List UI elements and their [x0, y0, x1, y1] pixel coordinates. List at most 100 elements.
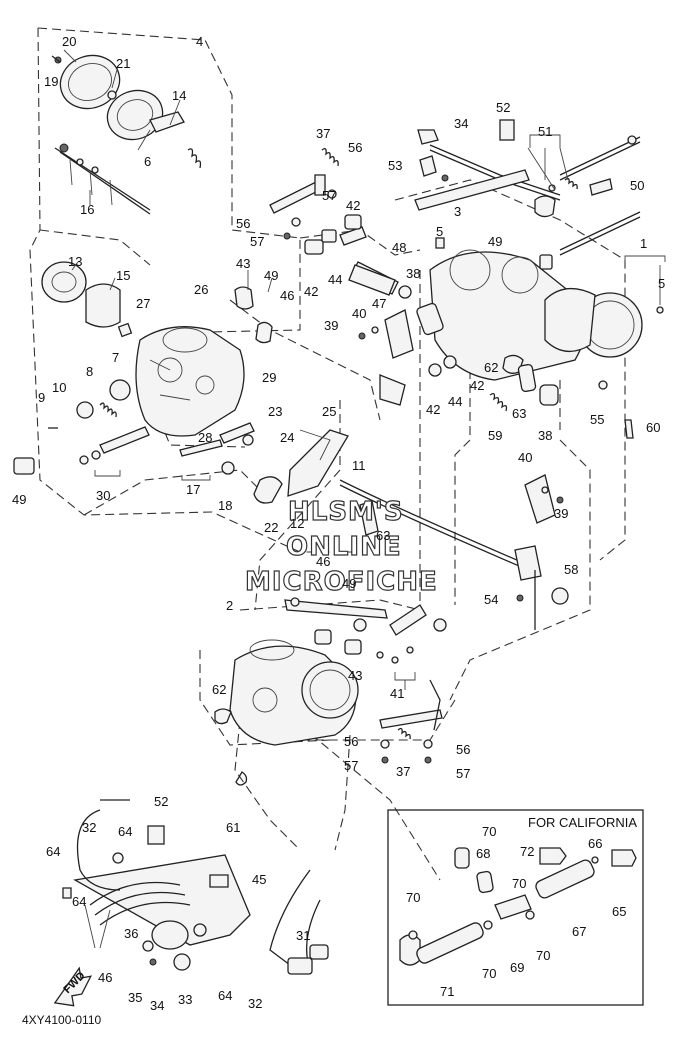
callout-27: 27: [136, 296, 150, 311]
watermark-line-1: HLSM'S: [288, 497, 404, 527]
callout-11: 11: [352, 458, 366, 473]
callout-37: 37: [316, 126, 330, 141]
callout-59: 59: [488, 428, 502, 443]
callout-labels: 20 19 21 4 14 6 16 13 15 27 26 43 49 46 …: [12, 34, 665, 1013]
callout-49-b: 49: [342, 576, 356, 591]
callout-40: 40: [352, 306, 366, 321]
callout-21: 21: [116, 56, 130, 71]
callout-38: 38: [406, 266, 420, 281]
callout-56-c: 56: [456, 742, 470, 757]
callout-58: 58: [564, 562, 578, 577]
callout-31: 31: [296, 928, 310, 943]
callout-5: 5: [436, 224, 443, 239]
callout-29: 29: [262, 370, 276, 385]
watermark-line-3: MICROFICHE: [245, 567, 438, 597]
callout-63-b: 63: [376, 528, 390, 543]
callout-43-b: 43: [348, 668, 362, 683]
callout-64: 64: [118, 824, 132, 839]
leader-lines: [63, 49, 666, 949]
callout-36: 36: [124, 926, 138, 941]
callout-46-c: 46: [98, 970, 112, 985]
callout-23: 23: [268, 404, 282, 419]
callout-24: 24: [280, 430, 294, 445]
callout-30: 30: [96, 488, 110, 503]
callout-56-b: 56: [344, 734, 358, 749]
callout-12: 12: [290, 516, 304, 531]
watermark-line-2: ONLINE: [286, 532, 402, 562]
california-inset: FOR CALIFORNIA: [387, 809, 644, 1006]
callout-2: 2: [226, 598, 233, 613]
callout-44: 44: [328, 272, 342, 287]
callout-39-b: 39: [554, 506, 568, 521]
callout-64-d: 64: [218, 988, 232, 1003]
callout-56: 56: [348, 140, 362, 155]
callout-64-c: 64: [72, 894, 86, 909]
callout-70: 70: [482, 824, 496, 839]
callout-41: 41: [390, 686, 404, 701]
callout-57-c: 57: [456, 766, 470, 781]
callout-48: 48: [392, 240, 406, 255]
wiring-bracket-assembly: [62, 799, 329, 975]
callout-1: 1: [640, 236, 647, 251]
callout-65: 65: [612, 904, 626, 919]
drawing-code: 4XY4100-0110: [22, 1013, 102, 1027]
throttle-stop-bracket: [514, 474, 569, 630]
left-carburetor-body: [13, 286, 283, 504]
callout-67: 67: [572, 924, 586, 939]
callout-25: 25: [322, 404, 336, 419]
callout-55: 55: [590, 412, 604, 427]
callout-9: 9: [38, 390, 45, 405]
callout-20: 20: [62, 34, 76, 49]
watermark: HLSM'S ONLINE MICROFICHE: [244, 496, 438, 597]
callout-53: 53: [388, 158, 402, 173]
callout-66: 66: [588, 836, 602, 851]
callout-72: 72: [520, 844, 534, 859]
callout-71: 71: [440, 984, 454, 999]
callout-60: 60: [646, 420, 660, 435]
callout-10: 10: [52, 380, 66, 395]
callout-42: 42: [346, 198, 360, 213]
callout-19: 19: [44, 74, 58, 89]
callout-4: 4: [196, 34, 203, 49]
callout-49-right: 49: [488, 234, 502, 249]
callout-28: 28: [198, 430, 212, 445]
callout-54: 54: [484, 592, 498, 607]
callout-3: 3: [454, 204, 461, 219]
callout-8: 8: [86, 364, 93, 379]
callout-35: 35: [128, 990, 142, 1005]
callout-52: 52: [496, 100, 510, 115]
callout-22: 22: [264, 520, 278, 535]
callout-57: 57: [322, 188, 336, 203]
callout-68: 68: [476, 846, 490, 861]
callout-37-b: 37: [396, 764, 410, 779]
callout-32-b: 32: [248, 996, 262, 1011]
callout-5-right: 5: [658, 276, 665, 291]
callout-64-b: 64: [46, 844, 60, 859]
callout-62: 62: [484, 360, 498, 375]
callout-40-b: 40: [518, 450, 532, 465]
callout-49: 49: [264, 268, 278, 283]
california-inset-frame: [387, 809, 644, 1006]
callout-38-b: 38: [538, 428, 552, 443]
callout-13: 13: [68, 254, 82, 269]
callout-70-c: 70: [406, 890, 420, 905]
callout-47: 47: [372, 296, 386, 311]
callout-18: 18: [218, 498, 232, 513]
link-plate-and-cable: [287, 429, 541, 576]
callout-61: 61: [226, 820, 240, 835]
twin-carburetor-assembly-upper: [348, 119, 664, 439]
callout-69: 69: [510, 960, 524, 975]
callout-26: 26: [194, 282, 208, 297]
callout-46-b: 46: [316, 554, 330, 569]
callout-34-b: 34: [150, 998, 164, 1013]
callout-32: 32: [82, 820, 96, 835]
callout-70-d: 70: [536, 948, 550, 963]
callout-70-b: 70: [512, 876, 526, 891]
callout-56-left: 56: [236, 216, 250, 231]
callout-57-b: 57: [344, 758, 358, 773]
callout-50: 50: [630, 178, 644, 193]
california-inset-title: FOR CALIFORNIA: [528, 815, 637, 830]
callout-46: 46: [280, 288, 294, 303]
